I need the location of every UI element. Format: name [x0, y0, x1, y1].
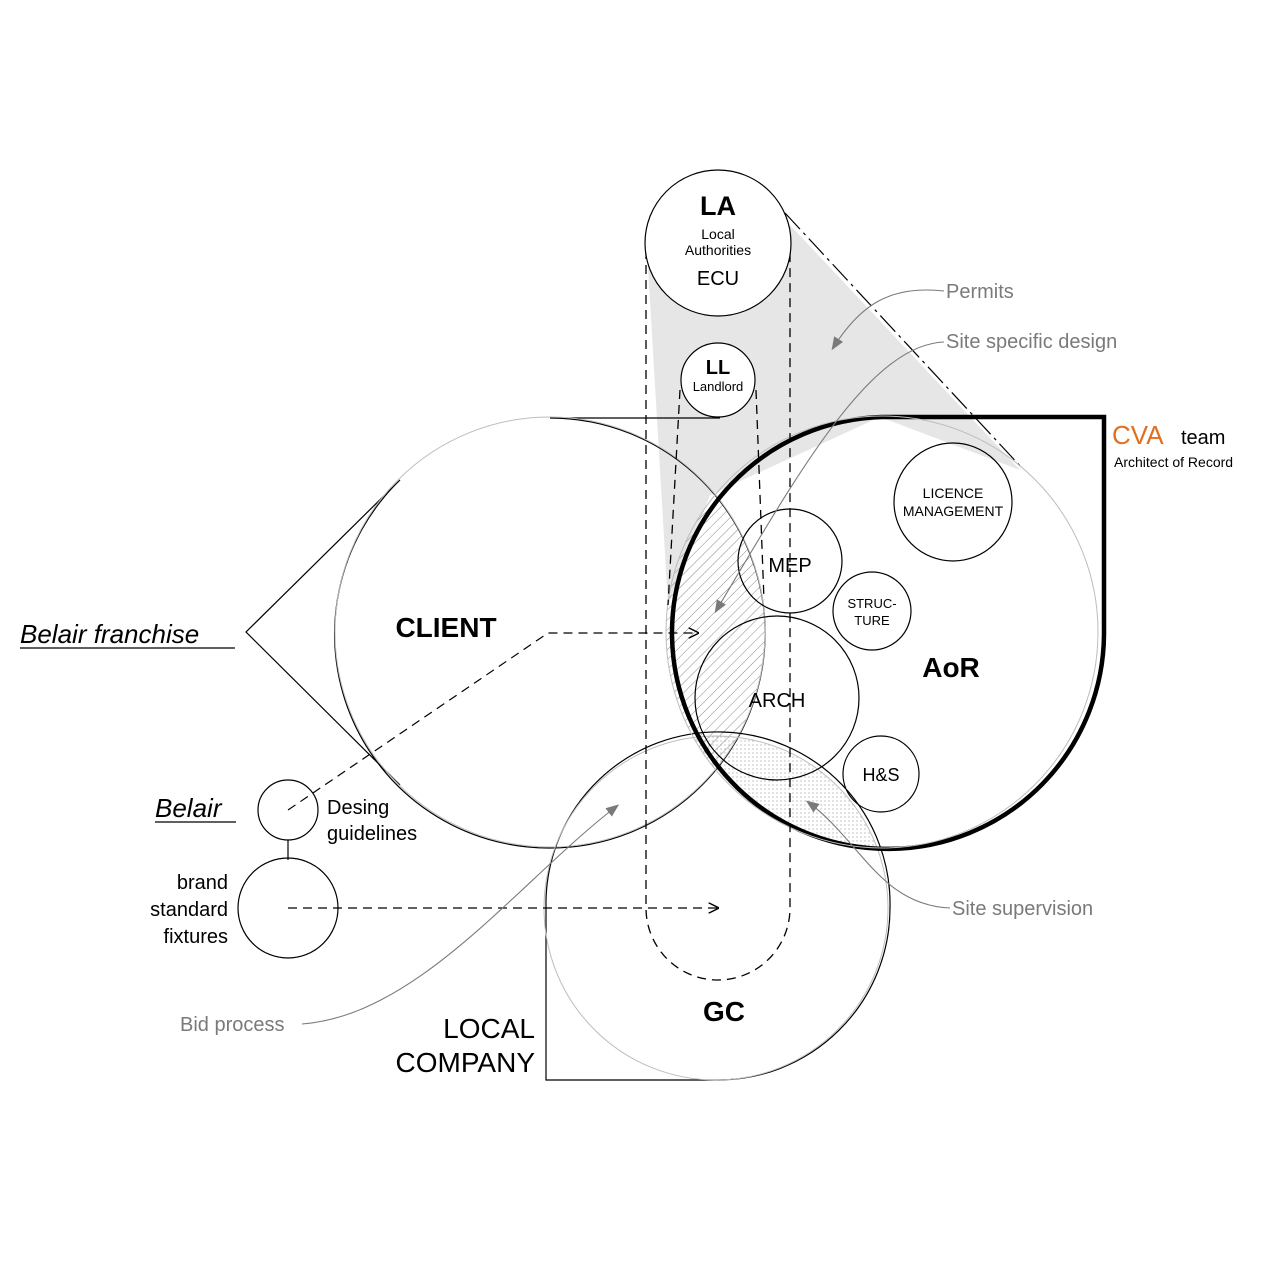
site-design-curve [714, 341, 945, 614]
permits-wedge [647, 225, 1020, 605]
aor-title: AoR [922, 652, 980, 683]
ll-sub: Landlord [693, 379, 744, 394]
ll-title: LL [706, 357, 730, 379]
permits-wedge-edge [784, 212, 1023, 469]
gc-aor-overlap [666, 736, 888, 848]
hs-circle[interactable] [842, 735, 920, 813]
fixtures-label-3: fixtures [164, 926, 228, 948]
cva-role: Architect of Record [1114, 454, 1233, 470]
hs-label: H&S [862, 765, 899, 785]
site-design-label: Site specific design [946, 331, 1117, 353]
aor-shape[interactable] [669, 414, 1107, 852]
bid-process-curve [301, 804, 620, 1025]
licence-label-1: LICENCE [923, 485, 984, 501]
aor-inner-circle [665, 415, 1099, 849]
arch-circle[interactable] [694, 615, 860, 781]
mep-circle[interactable] [737, 508, 843, 614]
guidelines-arrow [287, 633, 698, 811]
structure-circle[interactable] [832, 571, 912, 651]
permits-label: Permits [946, 281, 1014, 303]
local-company-line1: LOCAL [443, 1013, 535, 1044]
ll-circle[interactable] [680, 342, 756, 418]
la-code: ECU [697, 268, 739, 290]
local-company-line2: COMPANY [396, 1047, 536, 1078]
fixtures-label-2: standard [150, 899, 228, 921]
la-circle[interactable] [644, 169, 792, 317]
belair-label: Belair [155, 793, 223, 823]
la-sub2: Authorities [685, 242, 751, 258]
ll-dashed-channel [667, 389, 765, 606]
guidelines-label-1: Desing [327, 797, 389, 819]
licence-management-circle[interactable] [893, 442, 1013, 562]
site-supervision-curve [805, 800, 951, 909]
structure-label-1: STRUC- [847, 596, 896, 611]
la-dashed-channel [645, 250, 791, 981]
la-sub1: Local [701, 226, 734, 242]
permits-curve [831, 289, 945, 351]
bid-process-label: Bid process [180, 1014, 285, 1036]
arch-label: ARCH [749, 690, 806, 712]
fixtures-label-1: brand [177, 872, 228, 894]
la-title: LA [700, 191, 736, 221]
cva-team: team [1181, 427, 1225, 449]
cva-name: CVA [1112, 420, 1164, 450]
site-supervision-label: Site supervision [952, 898, 1093, 920]
structure-label-2: TURE [854, 613, 890, 628]
licence-label-2: MANAGEMENT [903, 503, 1004, 519]
gc-shape[interactable] [545, 731, 891, 1081]
client-title: CLIENT [395, 612, 496, 643]
client-inner-circle [334, 416, 766, 848]
gc-title: GC [703, 996, 745, 1027]
mep-label: MEP [768, 555, 811, 577]
guidelines-label-2: guidelines [327, 823, 417, 845]
belair-franchise-label: Belair franchise [20, 619, 199, 649]
